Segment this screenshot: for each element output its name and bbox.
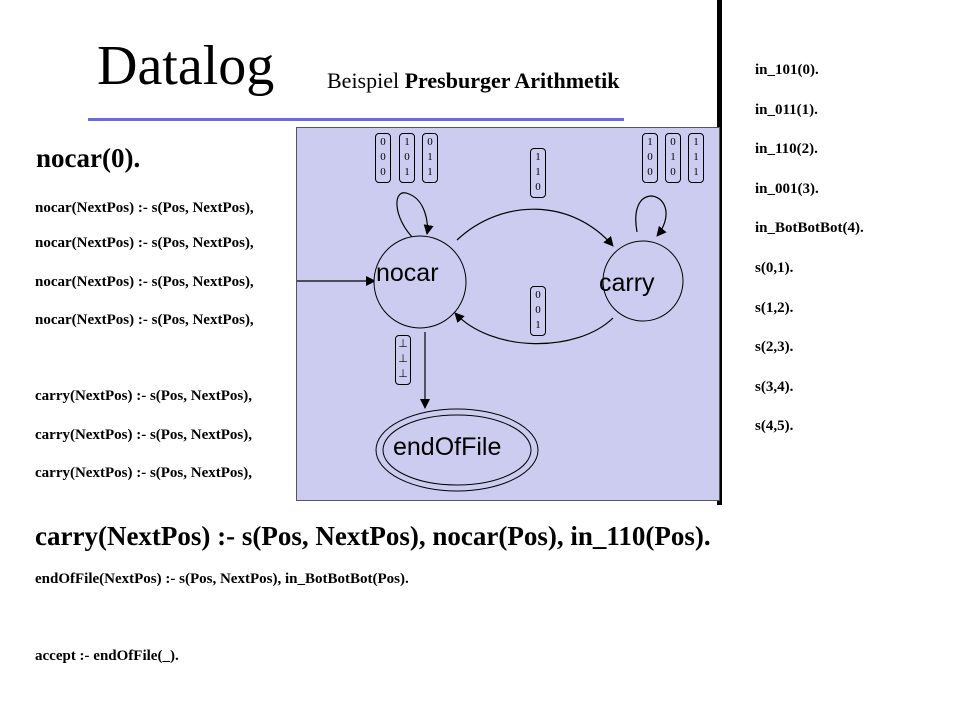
fact-s-0-1: s(0,1). (755, 259, 794, 276)
carry-rule-2: carry(NextPos) :- s(Pos, NextPos), (35, 427, 253, 443)
accept-rule: accept :- endOfFile(_). (35, 648, 179, 664)
vec-nocar-to-end: ⊥⊥⊥ (395, 335, 411, 385)
carry-node (602, 240, 684, 322)
fact-in-101: in_101(0). (755, 62, 819, 78)
fact-s-2-3: s(2,3). (755, 339, 794, 356)
end-label: endOfFile (393, 433, 502, 461)
carry-label: carry (599, 269, 655, 297)
nocar-rule-3: nocar(NextPos) :- s(Pos, NextPos), (35, 274, 254, 290)
nocar-fact: nocar(0). (36, 143, 141, 173)
fact-s-1-2: s(1,2). (755, 299, 794, 316)
end-node-outer (375, 408, 539, 492)
carry-rule-1: carry(NextPos) :- s(Pos, NextPos), (35, 388, 253, 404)
fact-s-3-4: s(3,4). (755, 378, 794, 395)
highlighted-rule: carry(NextPos) :- s(Pos, NextPos), nocar… (35, 521, 711, 551)
endoffile-rule: endOfFile(NextPos) :- s(Pos, NextPos), i… (35, 571, 409, 587)
slide-subtitle: Beispiel Presburger Arithmetik (327, 70, 620, 92)
fact-in-110: in_110(2). (755, 141, 818, 158)
automaton-svg (297, 192, 684, 492)
fact-s-4-5: s(4,5). (755, 418, 794, 435)
slide-title: Datalog (97, 35, 275, 97)
end-node-inner (382, 414, 532, 486)
title-underline (88, 118, 624, 121)
nocar-rule-4: nocar(NextPos) :- s(Pos, NextPos), (35, 312, 254, 328)
subtitle-prefix: Beispiel (327, 68, 400, 93)
fact-in-001: in_001(3). (755, 180, 819, 197)
subtitle-bold: Presburger Arithmetik (404, 68, 620, 93)
edge-carry-to-nocar (454, 312, 614, 345)
fact-in-botbotbot: in_BotBotBot(4). (755, 220, 864, 237)
nocar-node (373, 235, 467, 329)
nocar-self-loop (396, 192, 434, 241)
nocar-rule-1: nocar(NextPos) :- s(Pos, NextPos), (35, 200, 254, 216)
edge-nocar-to-carry (456, 208, 614, 247)
fact-in-011: in_011(1). (755, 101, 818, 118)
carry-rule-3: carry(NextPos) :- s(Pos, NextPos), (35, 465, 253, 481)
nocar-rule-2: nocar(NextPos) :- s(Pos, NextPos), (35, 235, 254, 251)
carry-self-loop (635, 195, 667, 237)
nocar-label: nocar (376, 259, 439, 287)
facts-list: in_101(0). in_011(1). in_110(2). in_001(… (755, 56, 955, 452)
